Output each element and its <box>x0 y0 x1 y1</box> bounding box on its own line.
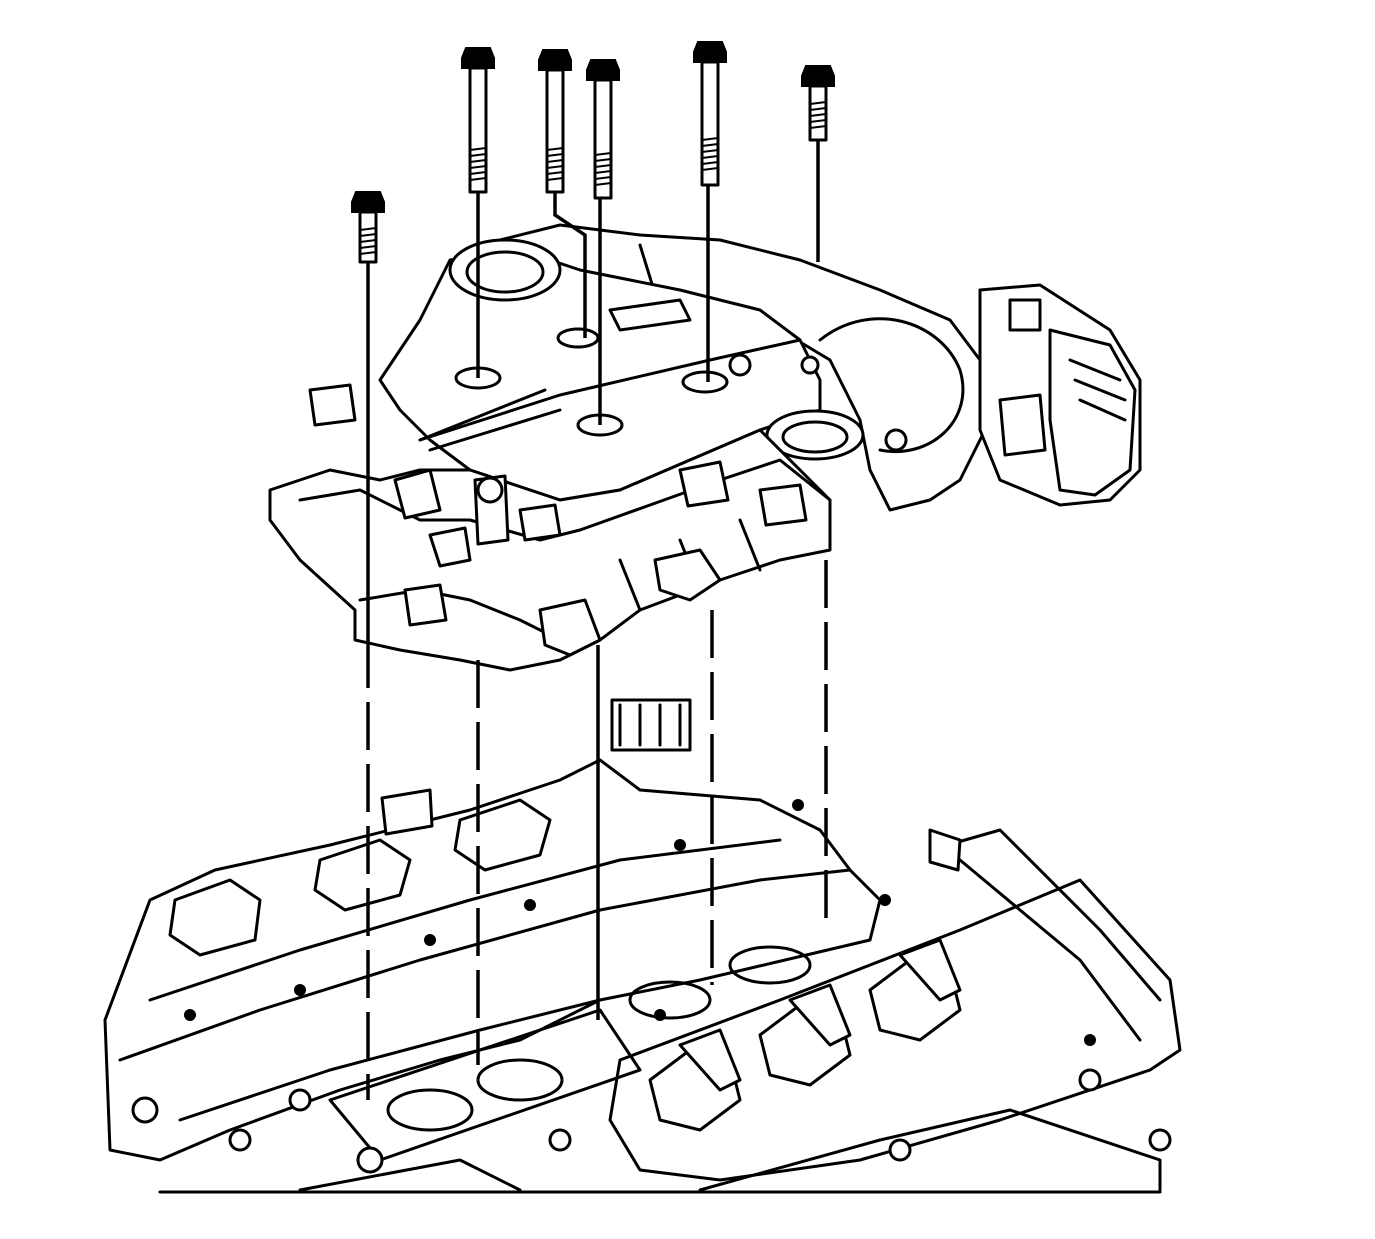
bolt-3 <box>538 49 572 194</box>
bolt-1 <box>351 191 385 264</box>
bolt-4 <box>586 59 620 200</box>
bolt-2 <box>461 47 495 194</box>
cylinder-head <box>103 698 1182 1192</box>
alignment-lines <box>366 140 828 1100</box>
intake-manifold <box>268 223 1142 672</box>
bolt-6 <box>801 65 835 142</box>
bolt-5 <box>693 41 727 187</box>
bolts <box>351 41 835 264</box>
